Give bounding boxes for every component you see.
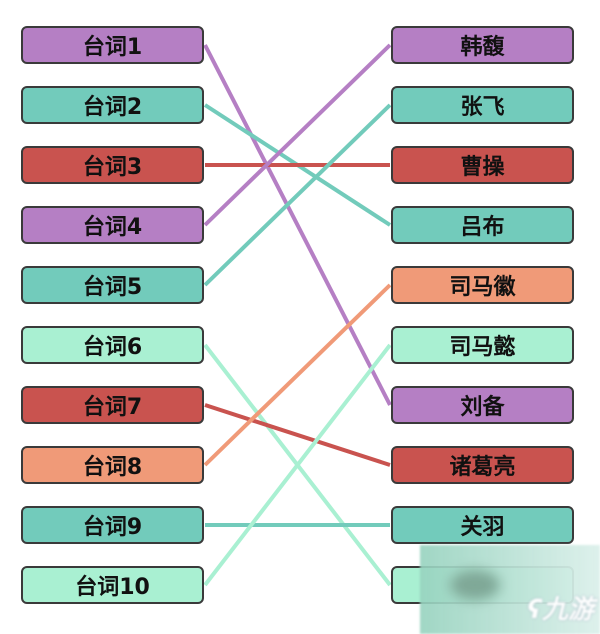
left-card[interactable]: 台词10 (21, 566, 204, 604)
left-card[interactable]: 台词3 (21, 146, 204, 184)
connection-line (203, 343, 392, 587)
left-card[interactable]: 台词7 (21, 386, 204, 424)
left-card[interactable]: 台词8 (21, 446, 204, 484)
watermark: ʕ九游 (420, 545, 600, 634)
connection-line (203, 103, 392, 287)
right-card[interactable]: 关羽 (391, 506, 574, 544)
left-card[interactable]: 台词1 (21, 26, 204, 64)
connection-line (203, 43, 392, 227)
right-card[interactable]: 诸葛亮 (391, 446, 574, 484)
right-card[interactable]: 韩馥 (391, 26, 574, 64)
left-card[interactable]: 台词9 (21, 506, 204, 544)
connection-line (203, 283, 392, 467)
connection-line (203, 44, 392, 406)
right-card[interactable]: 张飞 (391, 86, 574, 124)
right-card[interactable]: 司马徽 (391, 266, 574, 304)
watermark-logo: ʕ九游 (527, 595, 594, 625)
left-card[interactable]: 台词4 (21, 206, 204, 244)
left-card[interactable]: 台词6 (21, 326, 204, 364)
left-card[interactable]: 台词5 (21, 266, 204, 304)
right-card[interactable]: 刘备 (391, 386, 574, 424)
left-card[interactable]: 台词2 (21, 86, 204, 124)
connection-line (204, 403, 391, 467)
right-card[interactable]: 曹操 (391, 146, 574, 184)
right-card[interactable]: 司马懿 (391, 326, 574, 364)
right-card[interactable]: 吕布 (391, 206, 574, 244)
